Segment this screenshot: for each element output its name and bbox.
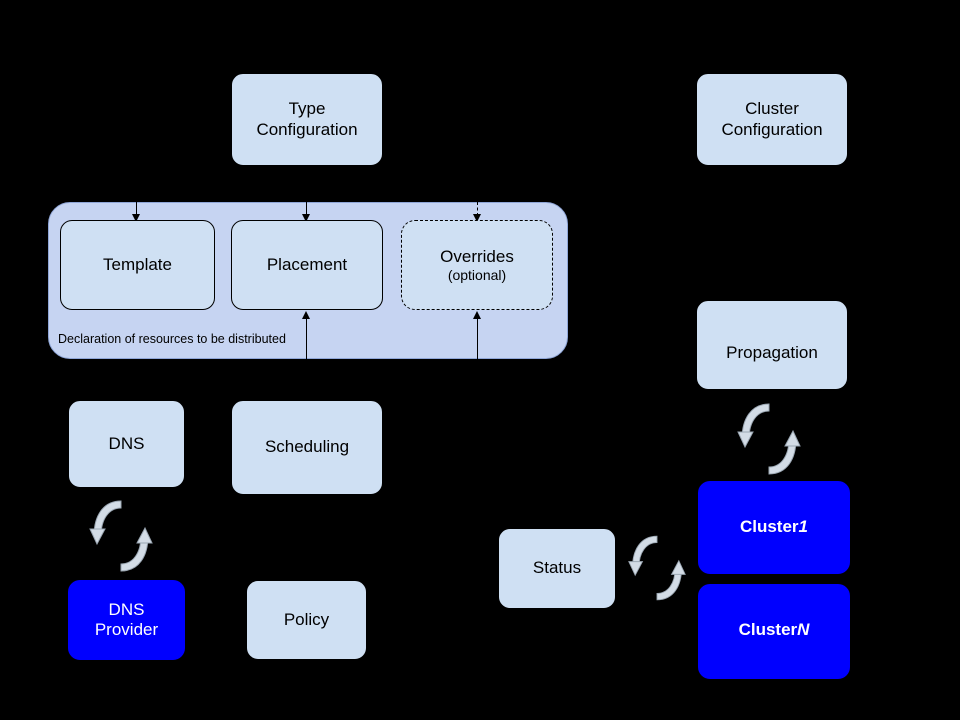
node-scheduling[interactable]: Scheduling	[231, 400, 383, 495]
connector-policy-to-overrides	[477, 318, 478, 359]
node-cluster-1-index: 1	[798, 517, 809, 537]
node-overrides[interactable]: Overrides (optional)	[401, 220, 553, 310]
node-template[interactable]: Template	[60, 220, 215, 310]
node-type-configuration[interactable]: Type Configuration	[231, 73, 383, 166]
node-cluster-configuration[interactable]: Cluster Configuration	[696, 73, 848, 166]
node-dns-provider[interactable]: DNS Provider	[68, 580, 185, 660]
node-cluster-n[interactable]: Cluster N	[698, 584, 850, 679]
group-caption: Declaration of resources to be distribut…	[58, 332, 286, 346]
node-cluster-n-index: N	[797, 620, 810, 639]
arrowhead-overrides-up	[473, 311, 481, 319]
connector-type-to-placement	[306, 202, 307, 216]
sync-propagation-icon	[737, 403, 801, 475]
node-overrides-sublabel: (optional)	[447, 266, 507, 283]
arrowhead-overrides	[473, 214, 481, 222]
node-cluster-n-label: Cluster	[738, 620, 798, 639]
node-dns[interactable]: DNS	[68, 400, 185, 488]
arrowhead-placement-up	[302, 311, 310, 319]
sync-dns-icon	[89, 500, 153, 572]
node-policy[interactable]: Policy	[246, 580, 367, 660]
arrowhead-placement	[302, 214, 310, 222]
arrowhead-template	[132, 214, 140, 222]
connector-scheduling-to-placement	[306, 318, 307, 359]
node-overrides-label: Overrides	[440, 246, 514, 266]
node-cluster-1-label: Cluster	[739, 517, 799, 537]
node-placement[interactable]: Placement	[231, 220, 383, 310]
connector-type-to-template	[136, 202, 137, 216]
node-status[interactable]: Status	[498, 528, 616, 609]
sync-status-icon	[628, 535, 686, 601]
node-propagation[interactable]: Propagation	[696, 300, 848, 390]
node-cluster-1[interactable]: Cluster 1	[698, 481, 850, 574]
connector-type-to-overrides	[477, 202, 478, 216]
